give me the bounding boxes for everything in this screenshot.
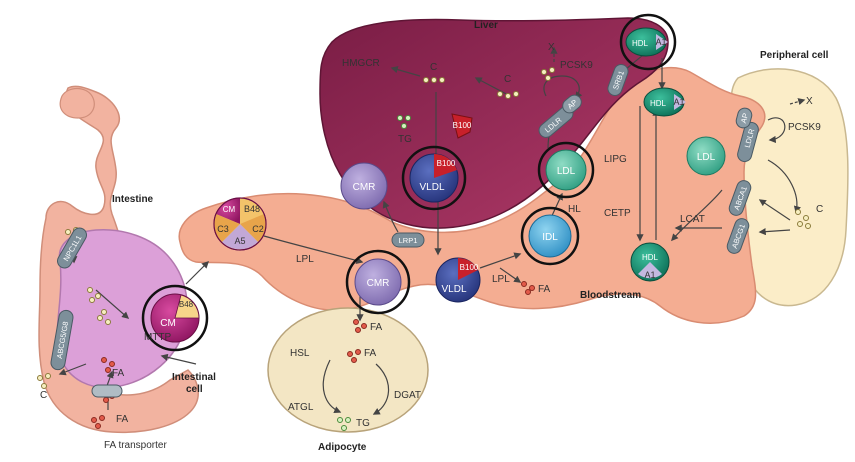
cmr-particle-liver: CMR bbox=[340, 162, 388, 210]
enzyme-atgl: ATGL bbox=[288, 402, 314, 413]
b100-shape-liver: B100 bbox=[451, 113, 473, 139]
mol-x-peripheral: X bbox=[806, 96, 813, 107]
cm-c3-label: C3 bbox=[217, 224, 229, 234]
hdl-bottom-label: HDL bbox=[642, 253, 659, 262]
fa-transporter-capsule bbox=[91, 384, 123, 398]
ldl-particle-peripheral: LDL bbox=[686, 136, 726, 176]
region-label-adipocyte: Adipocyte bbox=[318, 442, 367, 453]
vldl-liver-b100-label: B100 bbox=[437, 159, 456, 168]
region-label-bloodstream: Bloodstream bbox=[580, 290, 641, 301]
hdl-bottom-a1-label: A1 bbox=[644, 270, 655, 280]
mol-c-liver-1: C bbox=[430, 62, 437, 73]
mol-x-liver: X bbox=[548, 42, 555, 53]
mol-fa-bottom: FA bbox=[116, 414, 129, 425]
hdl-particle-bottom: HDL A1 bbox=[630, 242, 670, 282]
fa-transporter-label: FA transporter bbox=[104, 440, 167, 451]
enzyme-hsl: HSL bbox=[290, 348, 310, 359]
vldl-liver-label: VLDL bbox=[419, 182, 444, 193]
adipocyte-cell bbox=[267, 307, 429, 433]
region-label-intestine: Intestine bbox=[112, 194, 154, 205]
cmr-liver-label: CMR bbox=[353, 182, 376, 193]
hdl-particle-top: HDL A1 bbox=[619, 13, 677, 71]
receptor-srb1: SRB1 bbox=[607, 64, 629, 96]
idl-label: IDL bbox=[542, 232, 558, 243]
enzyme-dgat: DGAT bbox=[394, 390, 421, 401]
ap-peripheral: AP bbox=[735, 107, 753, 129]
ldl-peripheral-label: LDL bbox=[697, 152, 716, 163]
hdl-top-a1-label: A1 bbox=[655, 37, 666, 47]
region-label-liver: Liver bbox=[474, 20, 498, 31]
ldl-particle-liver: LDL bbox=[537, 141, 595, 199]
intestine-top-villus bbox=[59, 87, 95, 119]
idl-particle: IDL bbox=[520, 206, 580, 266]
mol-fa-blood-1: FA bbox=[370, 322, 383, 333]
vldl-blood-b100-label: B100 bbox=[460, 263, 479, 272]
tg-dots bbox=[337, 115, 411, 431]
mol-c-peripheral: C bbox=[816, 204, 823, 215]
b100-liver-label: B100 bbox=[453, 121, 472, 130]
mol-fa-blood-2: FA bbox=[538, 284, 551, 295]
enzyme-lpl-1: LPL bbox=[296, 254, 314, 265]
receptor-lrp1: LRP1 bbox=[391, 232, 425, 248]
cm-c2-label: C2 bbox=[252, 224, 264, 234]
receptor-abcg1: ABCG1 bbox=[726, 218, 750, 254]
cmr-particle-blood: CMR bbox=[345, 249, 411, 315]
enzyme-mttp: MTTP bbox=[144, 332, 172, 343]
receptor-ldlr-peripheral: LDLR bbox=[737, 121, 759, 163]
hdl-mid-label: HDL bbox=[650, 99, 667, 108]
cholesterol-dots-peripheral bbox=[795, 209, 811, 229]
cm-label: CM bbox=[160, 318, 176, 329]
enzyme-pcsk9-liver: PCSK9 bbox=[560, 60, 593, 71]
cm-blood-b48-label: B48 bbox=[244, 204, 260, 214]
vldl-particle-liver: B100 VLDL bbox=[401, 145, 467, 211]
hdl-top-label: HDL bbox=[632, 39, 649, 48]
mol-tg-liver: TG bbox=[398, 134, 412, 145]
enzyme-lcat: LCAT bbox=[680, 214, 705, 225]
vldl-particle-blood: B100 VLDL bbox=[435, 257, 481, 303]
ap-peripheral-label: AP bbox=[739, 112, 750, 124]
enzyme-lpl-2: LPL bbox=[492, 274, 510, 285]
hdl-particle-mid: HDL A1 bbox=[643, 87, 686, 117]
cmr-blood-label: CMR bbox=[367, 278, 390, 289]
enzyme-cetp: CETP bbox=[604, 208, 631, 219]
ldl-liver-label: LDL bbox=[557, 166, 576, 177]
enzyme-lipg: LIPG bbox=[604, 154, 627, 165]
vldl-blood-label: VLDL bbox=[441, 284, 466, 295]
mol-c-intestine: C bbox=[40, 390, 47, 401]
region-label-intestinal-cell-2: cell bbox=[186, 384, 203, 395]
enzyme-hl: HL bbox=[568, 204, 581, 215]
enzyme-pcsk9-peripheral: PCSK9 bbox=[788, 122, 821, 133]
mol-c-liver-2: C bbox=[504, 74, 511, 85]
cm-blood-label: CM bbox=[223, 205, 236, 214]
receptor-abcg5g8: ABCG5/G8 bbox=[50, 309, 74, 371]
cm-a5-label: A5 bbox=[234, 236, 245, 246]
enzyme-hmgcr: HMGCR bbox=[342, 58, 380, 69]
region-label-intestinal-cell-1: Intestinal bbox=[172, 372, 216, 383]
liver-organ bbox=[319, 17, 669, 229]
mol-fa-adipocyte: FA bbox=[364, 348, 377, 359]
lrp1-label: LRP1 bbox=[399, 236, 418, 245]
region-label-peripheral-cell: Peripheral cell bbox=[760, 50, 829, 61]
mol-tg-adipocyte: TG bbox=[356, 418, 370, 429]
ap-liver: AP bbox=[562, 94, 582, 114]
cm-particle-intestine: B48 CM bbox=[141, 284, 209, 352]
mol-fa-cell: FA bbox=[112, 368, 125, 379]
hdl-mid-a1-label: A1 bbox=[673, 97, 684, 107]
cm-particle-blood: CM B48 C2 C3 A5 bbox=[213, 197, 267, 251]
cholesterol-dots-liver bbox=[423, 67, 555, 99]
cm-b48-label: B48 bbox=[179, 300, 194, 309]
cholesterol-dots-intestine bbox=[37, 227, 111, 389]
receptor-abca1: ABCA1 bbox=[728, 180, 752, 216]
